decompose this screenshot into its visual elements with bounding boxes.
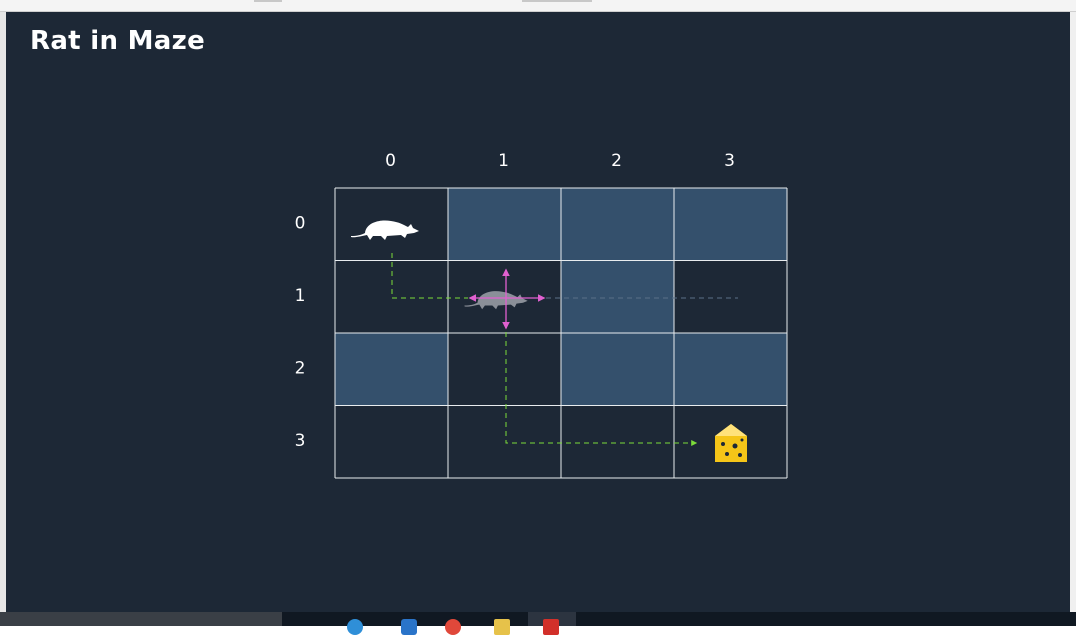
maze-cell-open (448, 333, 561, 406)
taskbar (0, 612, 1076, 635)
column-labels: 0 1 2 3 (385, 151, 735, 171)
browser-top-strip (0, 0, 1076, 12)
row-labels: 0 1 2 3 (295, 213, 306, 451)
taskbar-search-area[interactable] (0, 612, 282, 626)
maze-cell-blocked (674, 188, 787, 261)
maze-canvas: Rat in Maze 0 1 2 3 0 1 2 3 (6, 12, 1070, 612)
row-label: 3 (295, 431, 306, 451)
column-label: 3 (724, 151, 735, 171)
column-label: 1 (498, 151, 509, 171)
maze-cell-open (335, 405, 448, 478)
solution-path (391, 253, 738, 446)
maze-cell-open (674, 260, 787, 333)
top-strip-tab-marker (254, 0, 282, 2)
maze-cell-blocked (335, 333, 448, 406)
column-label: 0 (385, 151, 396, 171)
folder-icon[interactable] (494, 619, 510, 635)
row-label: 2 (295, 358, 306, 378)
top-strip-tab-marker (522, 0, 592, 2)
maze-cell-open (561, 405, 674, 478)
maze-cell-blocked (561, 333, 674, 406)
row-label: 0 (295, 213, 306, 233)
window-right-edge (1070, 12, 1076, 612)
row-label: 1 (295, 286, 306, 306)
direction-arrows (468, 268, 546, 330)
path-segment-current-to-cheese (505, 332, 698, 446)
maze-cell-open (448, 405, 561, 478)
maze-cells (335, 188, 787, 478)
editor-icon[interactable] (401, 619, 417, 635)
page-title: Rat in Maze (30, 26, 206, 56)
maze-cell-blocked (561, 188, 674, 261)
browser-icon[interactable] (347, 619, 363, 635)
maze-cell-blocked (674, 333, 787, 406)
chrome-icon[interactable] (445, 619, 461, 635)
maze-diagram: 0 1 2 3 0 1 2 3 (295, 151, 788, 479)
app-icon[interactable] (543, 619, 559, 635)
maze-cell-blocked (448, 188, 561, 261)
maze-grid-lines (334, 187, 788, 479)
window-left-edge (0, 12, 6, 612)
column-label: 2 (611, 151, 622, 171)
maze-cell-blocked (561, 260, 674, 333)
path-segment-start-to-current (391, 253, 468, 299)
